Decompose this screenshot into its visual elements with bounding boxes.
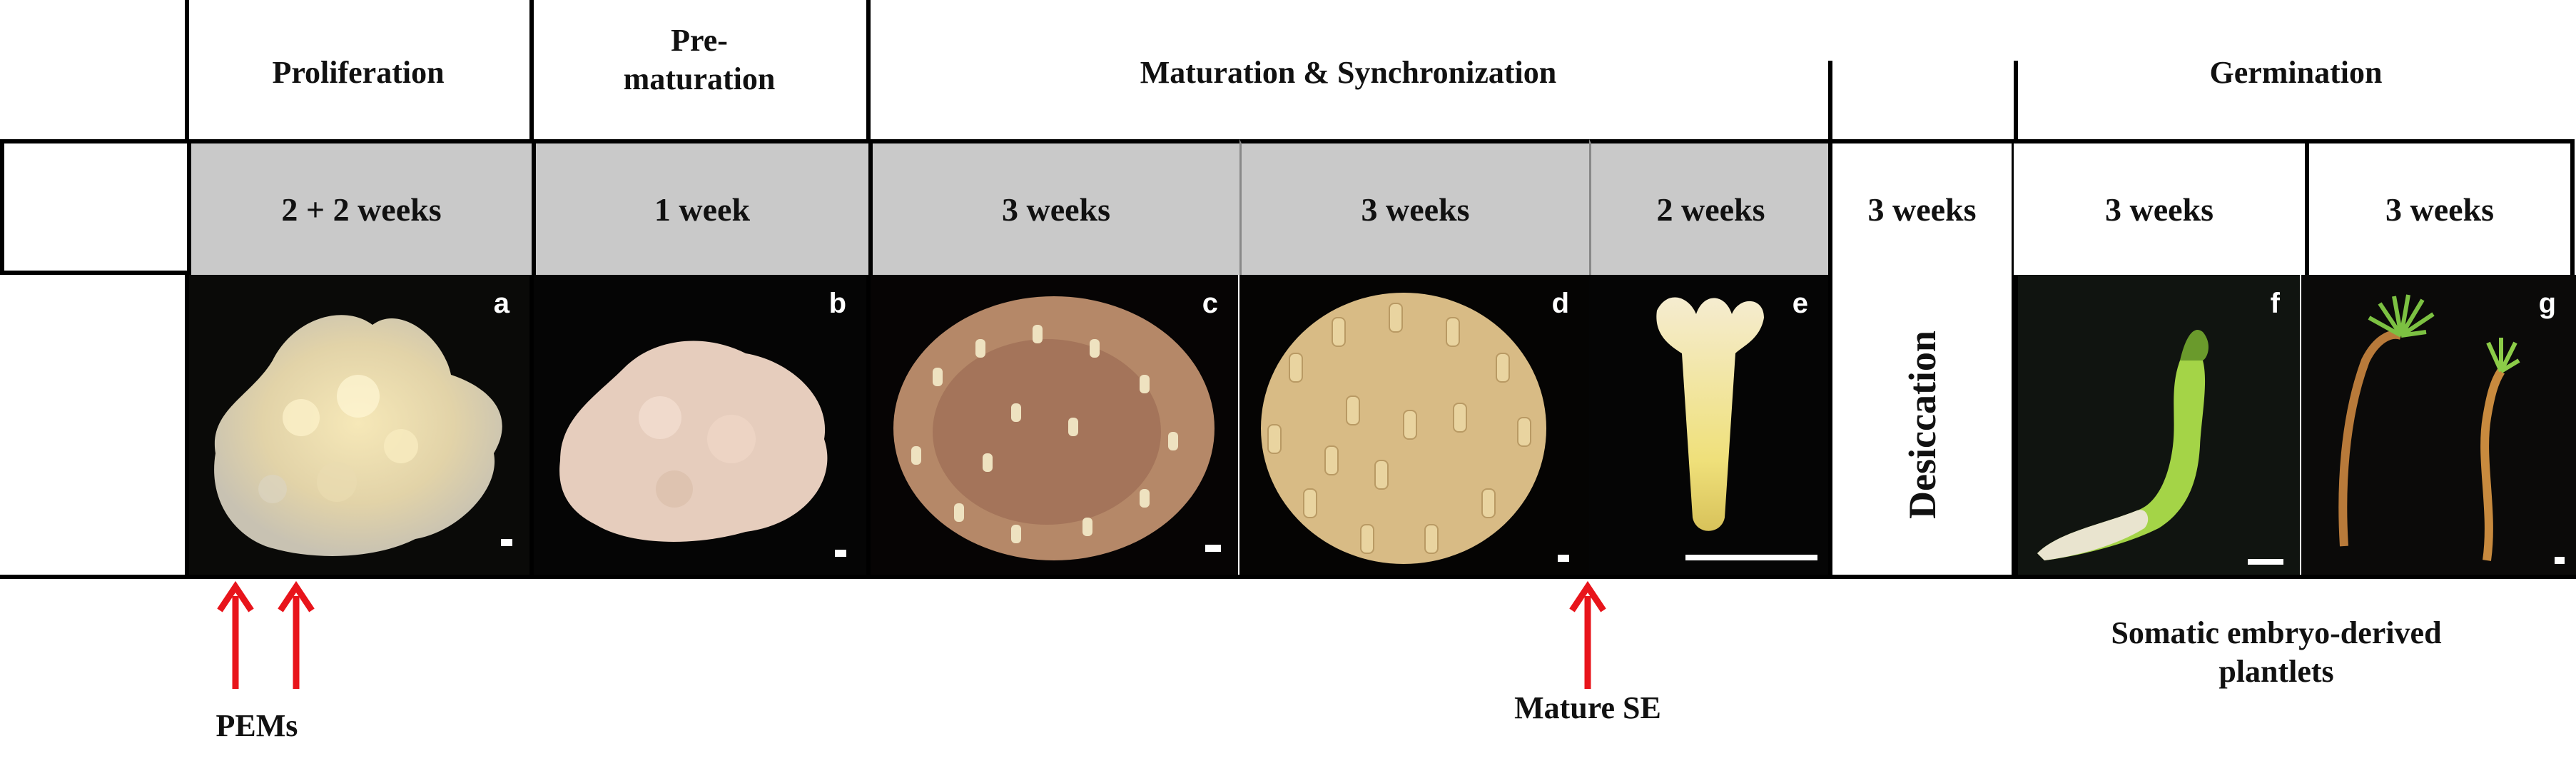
photo-e-mature-somatic-embryo: e [1589, 275, 1828, 575]
scale-bar [835, 550, 846, 557]
divider-line [529, 275, 534, 575]
panel-label-b: b [828, 288, 846, 319]
duration-text: 2 + 2 weeks [281, 191, 442, 228]
panel-label-g: g [2538, 288, 2556, 319]
panel-label-d: d [1551, 288, 1569, 319]
divider-line [1828, 61, 1832, 143]
panel-label-c: c [1202, 288, 1218, 319]
divider-line [185, 275, 189, 575]
duration-cell-maturation-1: 3 weeks [868, 139, 1239, 275]
arrow-pems-1 [217, 580, 254, 689]
photo-b-prematuration-culture: b [532, 275, 866, 575]
duration-text: 3 weeks [1361, 191, 1470, 228]
duration-text: 3 weeks [2385, 191, 2495, 228]
duration-cell-germination-2: 3 weeks [2305, 139, 2575, 275]
stage-prematuration-line1: Pre- [671, 23, 728, 58]
panel-label-a: a [493, 288, 509, 319]
duration-cell-desiccation: 3 weeks [1828, 139, 2016, 275]
scale-bar [501, 539, 512, 546]
panel-label-e: e [1792, 288, 1808, 319]
duration-text: 2 weeks [1656, 191, 1765, 228]
duration-cell-maturation-3: 2 weeks [1589, 139, 1830, 275]
photo-d-synchronized-embryos: d [1239, 275, 1589, 575]
duration-text: 1 week [654, 191, 751, 228]
stage-proliferation: Proliferation [272, 55, 445, 90]
arrow-pems-2 [278, 580, 315, 689]
arrow-mature-se [1569, 580, 1606, 689]
scale-bar [2248, 559, 2283, 565]
photo-c-maturing-embryos: c [868, 275, 1238, 575]
scale-bar [2555, 557, 2565, 564]
scale-bar [1558, 555, 1569, 562]
scale-bar [1685, 555, 1817, 560]
panel-label-f: f [2270, 288, 2280, 319]
stage-maturation-synchronization: Maturation & Synchronization [1140, 55, 1557, 90]
stage-germination: Germination [2209, 55, 2383, 90]
annotation-plantlets: Somatic embryo-derived plantlets [2019, 614, 2533, 691]
annotation-plantlets-line1: Somatic embryo-derived [2111, 615, 2442, 650]
desiccation-label: Desiccation [1900, 331, 1944, 519]
annotation-pems: PEMs [215, 708, 298, 743]
photo-g-plantlets: g [2301, 275, 2576, 575]
duration-text: 3 weeks [1867, 191, 1977, 228]
stage-prematuration-line2: maturation [623, 61, 776, 96]
divider-line [2014, 275, 2018, 575]
divider-line [2014, 61, 2018, 143]
duration-cell-prematuration: 1 week [532, 139, 868, 275]
annotation-plantlets-line2: plantlets [2218, 654, 2334, 689]
photo-f-germinating-embryo: f [2016, 275, 2300, 575]
duration-cell-germination-1: 3 weeks [2014, 139, 2305, 275]
duration-cell-proliferation: 2 + 2 weeks [187, 139, 532, 275]
divider-line [529, 0, 534, 143]
photo-a-proliferating-culture: a [187, 275, 529, 575]
divider-line [866, 275, 871, 575]
scale-bar [1205, 545, 1221, 552]
stage-prematuration: Pre- maturation [532, 21, 867, 99]
duration-cell-maturation-2: 3 weeks [1239, 139, 1589, 275]
desiccation-cell: Desiccation [1828, 275, 2016, 575]
duration-text: 3 weeks [1001, 191, 1111, 228]
divider-line [185, 0, 189, 143]
annotation-mature-se: Mature SE [1514, 690, 1661, 725]
duration-empty-cell [0, 139, 187, 275]
timeline-baseline [0, 575, 2576, 579]
duration-text: 3 weeks [2104, 191, 2214, 228]
divider-line [866, 0, 871, 143]
